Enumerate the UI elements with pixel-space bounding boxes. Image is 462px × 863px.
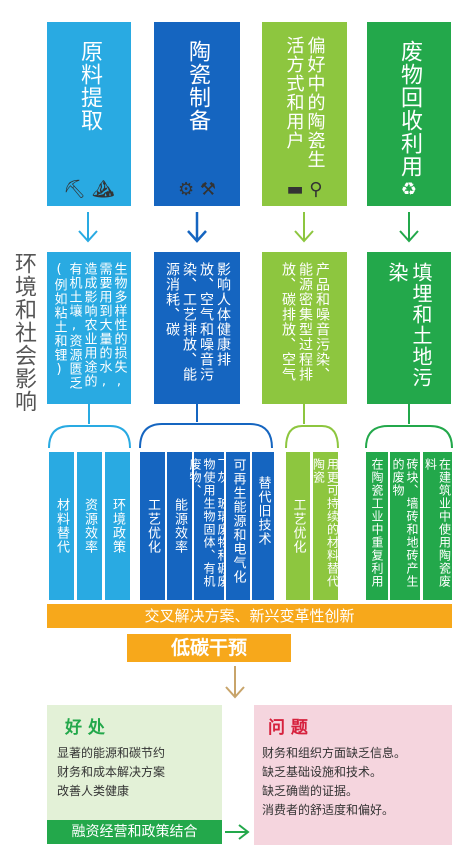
stage-title: 原料提取: [77, 40, 102, 132]
solution-sustainable-materials: 用更可持续的材料替代陶瓷: [311, 452, 340, 600]
solution-reuse-in-industry: 在陶瓷工业中重复利用: [366, 452, 388, 600]
solution-construction-reuse: 在建筑业中使用陶瓷废料: [423, 452, 452, 600]
problem-item: 消费者的舒适度和偏好。: [262, 803, 395, 817]
solution-renewable-energy: 可再生能源和电气化: [226, 452, 250, 600]
solution-material-substitution: 材料替代: [49, 452, 74, 600]
down-arrow-icon: [187, 212, 207, 243]
bracket-connectors: [48, 404, 453, 449]
solution-replace-old-tech: 替代旧技术: [252, 452, 274, 600]
solution-text: 砖块、墙砖和地砖产生的废物: [391, 458, 419, 588]
solution-process-optimization: 工艺优化: [140, 452, 165, 600]
solution-resource-efficiency: 资源效率: [77, 452, 102, 600]
down-arrow-icon: [78, 212, 98, 243]
recycle-icon: ♻: [400, 179, 418, 200]
stage-title: 陶瓷制备: [185, 40, 210, 132]
solution-process-optimization-consumer: 工艺优化: [286, 452, 310, 600]
stage-consumer-use: 偏好中的陶瓷生活方式和用户 ▬ ⚲: [262, 22, 347, 206]
stage-waste-recycling: 废物回收利用 ♻: [367, 22, 451, 206]
low-carbon-intervention: 低碳干预: [127, 634, 291, 662]
right-arrow-icon: [225, 824, 250, 840]
impact-text: 填埋和土地污染: [385, 262, 433, 388]
mining-icon: ⛏ ⛰: [63, 179, 115, 200]
problem-item: 缺乏确凿的证据。: [262, 784, 359, 798]
down-arrow-icon: [399, 212, 419, 243]
solution-environmental-policy: 环境政策: [105, 452, 130, 600]
solution-text: 环境政策: [110, 498, 125, 554]
solution-text: 替代旧技术: [255, 476, 271, 546]
stage-title: 废物回收利用: [397, 40, 422, 178]
brick-toilet-icon: ▬ ⚲: [286, 179, 323, 200]
financing-policy-band: 融资经营和政策结合: [47, 820, 222, 844]
solution-text: 在陶瓷工业中重复利用: [370, 458, 384, 588]
impact-consumer-use: 产品和噪音污染、能源密集型过程排放、碳排放、空气: [262, 252, 347, 404]
solution-text: 可再生能源和电气化: [230, 458, 246, 584]
solution-text: 工艺优化: [290, 498, 306, 554]
stage-ceramic-production: 陶瓷制备 ⚙ ⚒: [154, 22, 240, 206]
solution-text: 资源效率: [82, 498, 97, 554]
impact-text: 影响人体健康排放、空气和噪音污染、工艺排放、能源消耗、碳: [164, 262, 231, 382]
solution-text: 飞灰、玻璃废物和硼废物使用生物固体、有机废物、: [188, 458, 230, 588]
benefit-item: 财务和成本解决方案: [57, 765, 166, 779]
benefit-item: 显著的能源和碳节约: [57, 746, 166, 760]
solution-text: 能源效率: [172, 498, 187, 554]
solution-text: 在建筑业中使用陶瓷废料: [423, 458, 452, 588]
impact-text: 生物多样性的损失,需要用到大量的水,造成影响农业用途的有机土壤,资源匮乏(例如粘…: [51, 262, 127, 390]
side-title: 环境和社会影响: [11, 252, 36, 413]
impact-ceramic-production: 影响人体健康排放、空气和噪音污染、工艺排放、能源消耗、碳: [154, 252, 240, 404]
stage-title: 偏好中的陶瓷生活方式和用户: [283, 36, 326, 169]
solution-text: 用更可持续的材料替代陶瓷: [311, 458, 340, 588]
problems-card: 问 题 财务和组织方面缺乏信息。 缺乏基础设施和技术。 缺乏确凿的证据。 消费者…: [254, 705, 452, 845]
problem-item: 财务和组织方面缺乏信息。: [262, 746, 407, 760]
down-arrow-icon: [294, 212, 314, 243]
solution-text: 材料替代: [54, 498, 69, 554]
solution-energy-efficiency: 能源效率: [167, 452, 192, 600]
impact-text: 产品和噪音污染、能源密集型过程排放、碳排放、空气: [280, 262, 330, 382]
solution-waste-utilization: 飞灰、玻璃废物和硼废物使用生物固体、有机废物、: [188, 452, 230, 600]
stage-raw-extraction: 原料提取 ⛏ ⛰: [47, 22, 131, 206]
problem-item: 缺乏基础设施和技术。: [262, 765, 383, 779]
impact-raw-extraction: 生物多样性的损失,需要用到大量的水,造成影响农业用途的有机土壤,资源匮乏(例如粘…: [47, 252, 131, 404]
solution-brick-tile-waste: 砖块、墙砖和地砖产生的废物: [390, 452, 420, 600]
benefits-card: 好 处 显著的能源和碳节约 财务和成本解决方案 改善人类健康: [47, 705, 222, 825]
problems-title: 问 题: [268, 718, 308, 738]
solution-text: 工艺优化: [145, 498, 160, 554]
impact-waste-recycling: 填埋和土地污染: [367, 252, 451, 404]
cross-solutions-band: 交叉解决方案、新兴变革性创新: [47, 604, 452, 628]
benefits-title: 好 处: [65, 718, 105, 738]
factory-icon: ⚙ ⚒: [178, 179, 216, 200]
benefit-item: 改善人类健康: [57, 784, 130, 798]
down-arrow-icon: [225, 666, 245, 699]
